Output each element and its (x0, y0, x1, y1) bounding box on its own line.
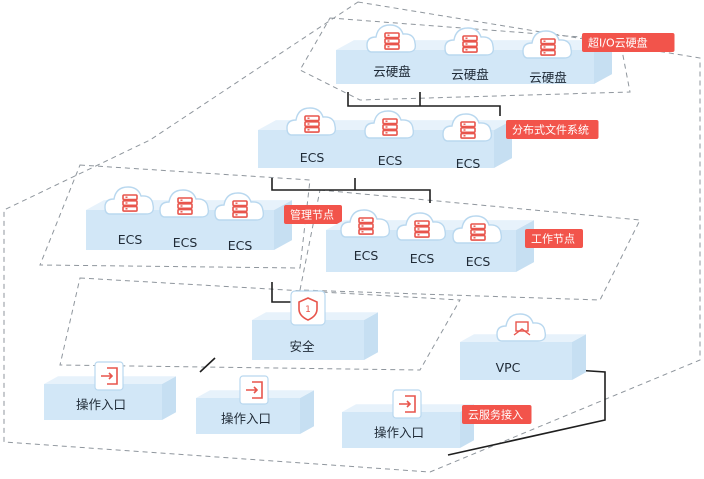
management-zone-outline (39, 164, 311, 269)
vpc-platform-side (572, 334, 586, 380)
login-arrow (399, 400, 412, 408)
security-platform-front (252, 320, 364, 360)
security-platform (252, 312, 378, 360)
filesystem-tag-text: 分布式文件系统 (512, 123, 589, 137)
filesystem-node-0 (286, 107, 337, 136)
worker-node-1-label: ECS (410, 251, 435, 266)
management-node-0 (104, 186, 155, 215)
worker-node-0 (340, 209, 391, 238)
filesystem-node-1-label: ECS (378, 153, 403, 168)
worker-node-2 (452, 215, 503, 244)
vpc-node (496, 313, 547, 342)
security-platform-side (364, 312, 378, 360)
filesystem-node-0-label: ECS (300, 150, 325, 165)
access-node-0-label: 操作入口 (76, 397, 126, 412)
outer-zone-outline (3, 1, 701, 473)
management-node-2 (214, 192, 265, 221)
worker-node-2-label: ECS (466, 254, 491, 269)
management-tag: 管理节点 (284, 205, 342, 224)
access-platform-1 (196, 390, 314, 434)
storage-node-0-label: 云硬盘 (373, 64, 411, 79)
storage-node-2-label: 云硬盘 (529, 70, 567, 85)
storage-tag: 超I/O云硬盘 (582, 33, 675, 52)
filesystem-node-2 (442, 113, 493, 142)
storage-node-1-label: 云硬盘 (451, 67, 489, 82)
worker-node-0-label: ECS (354, 248, 379, 263)
management-node-1-label: ECS (173, 235, 198, 250)
filesystem-tag-bg (506, 120, 599, 139)
filesystem-node-2-label: ECS (456, 156, 481, 171)
connector-security-access (199, 357, 216, 373)
connector-storage-filesystem (347, 92, 501, 116)
login-icon (405, 395, 416, 413)
access-node-0 (94, 361, 124, 391)
worker-tag-text: 工作节点 (531, 233, 575, 246)
storage-node-2 (522, 30, 573, 59)
worker-tag-bg (525, 229, 583, 248)
access-tag-text: 云服务接入 (468, 409, 523, 422)
access-node-1-label: 操作入口 (221, 411, 271, 426)
network-zone-outline (59, 277, 461, 371)
security-icon-bg (290, 290, 326, 326)
connector-compute-security (271, 282, 295, 303)
worker-node-1 (396, 212, 447, 241)
management-node-0-label: ECS (118, 232, 143, 247)
network-icon (515, 321, 529, 332)
management-tag-bg (284, 205, 342, 224)
network-link (513, 328, 531, 336)
access-node-2 (392, 389, 422, 419)
access-platform-0-side (162, 376, 176, 420)
management-node-1 (159, 189, 210, 218)
storage-node-1 (444, 27, 495, 56)
vpc-label: VPC (496, 360, 521, 375)
login-arrow (246, 386, 259, 394)
access-node-2-label: 操作入口 (374, 425, 424, 440)
vpc-platform-front (460, 342, 572, 380)
management-tag-text: 管理节点 (290, 208, 334, 222)
connector-filesystem-compute (271, 178, 431, 203)
access-platform-1-side (300, 390, 314, 434)
connector-vpc-access (447, 369, 606, 456)
filesystem-node-1 (364, 110, 415, 139)
cloud-icon (496, 313, 547, 342)
filesystem-tag: 分布式文件系统 (506, 120, 599, 139)
tiers-layer: 云硬盘 云硬盘 云硬盘 超I/O云硬盘 ECS ECS ECS 分布式文件系统 ECS ECS EC… (44, 24, 675, 448)
management-node-2-label: ECS (228, 238, 253, 253)
login-icon (107, 367, 118, 385)
storage-tag-text: 超I/O云硬盘 (588, 36, 648, 50)
security-node: 1 (290, 290, 326, 326)
connectors (199, 92, 606, 456)
storage-tag-bg (582, 33, 675, 52)
access-node-1 (239, 375, 269, 405)
storage-node-0 (366, 24, 417, 53)
worker-tag: 工作节点 (525, 229, 583, 248)
access-tag: 云服务接入 (462, 405, 532, 424)
shield-icon (298, 297, 318, 321)
security-badge: 1 (305, 305, 311, 315)
dashed-zones (3, 1, 701, 473)
access-tag-bg (462, 405, 532, 424)
security-label: 安全 (289, 339, 315, 354)
login-icon (252, 381, 263, 399)
storage-zone-outline (299, 17, 631, 101)
login-arrow (101, 372, 114, 380)
